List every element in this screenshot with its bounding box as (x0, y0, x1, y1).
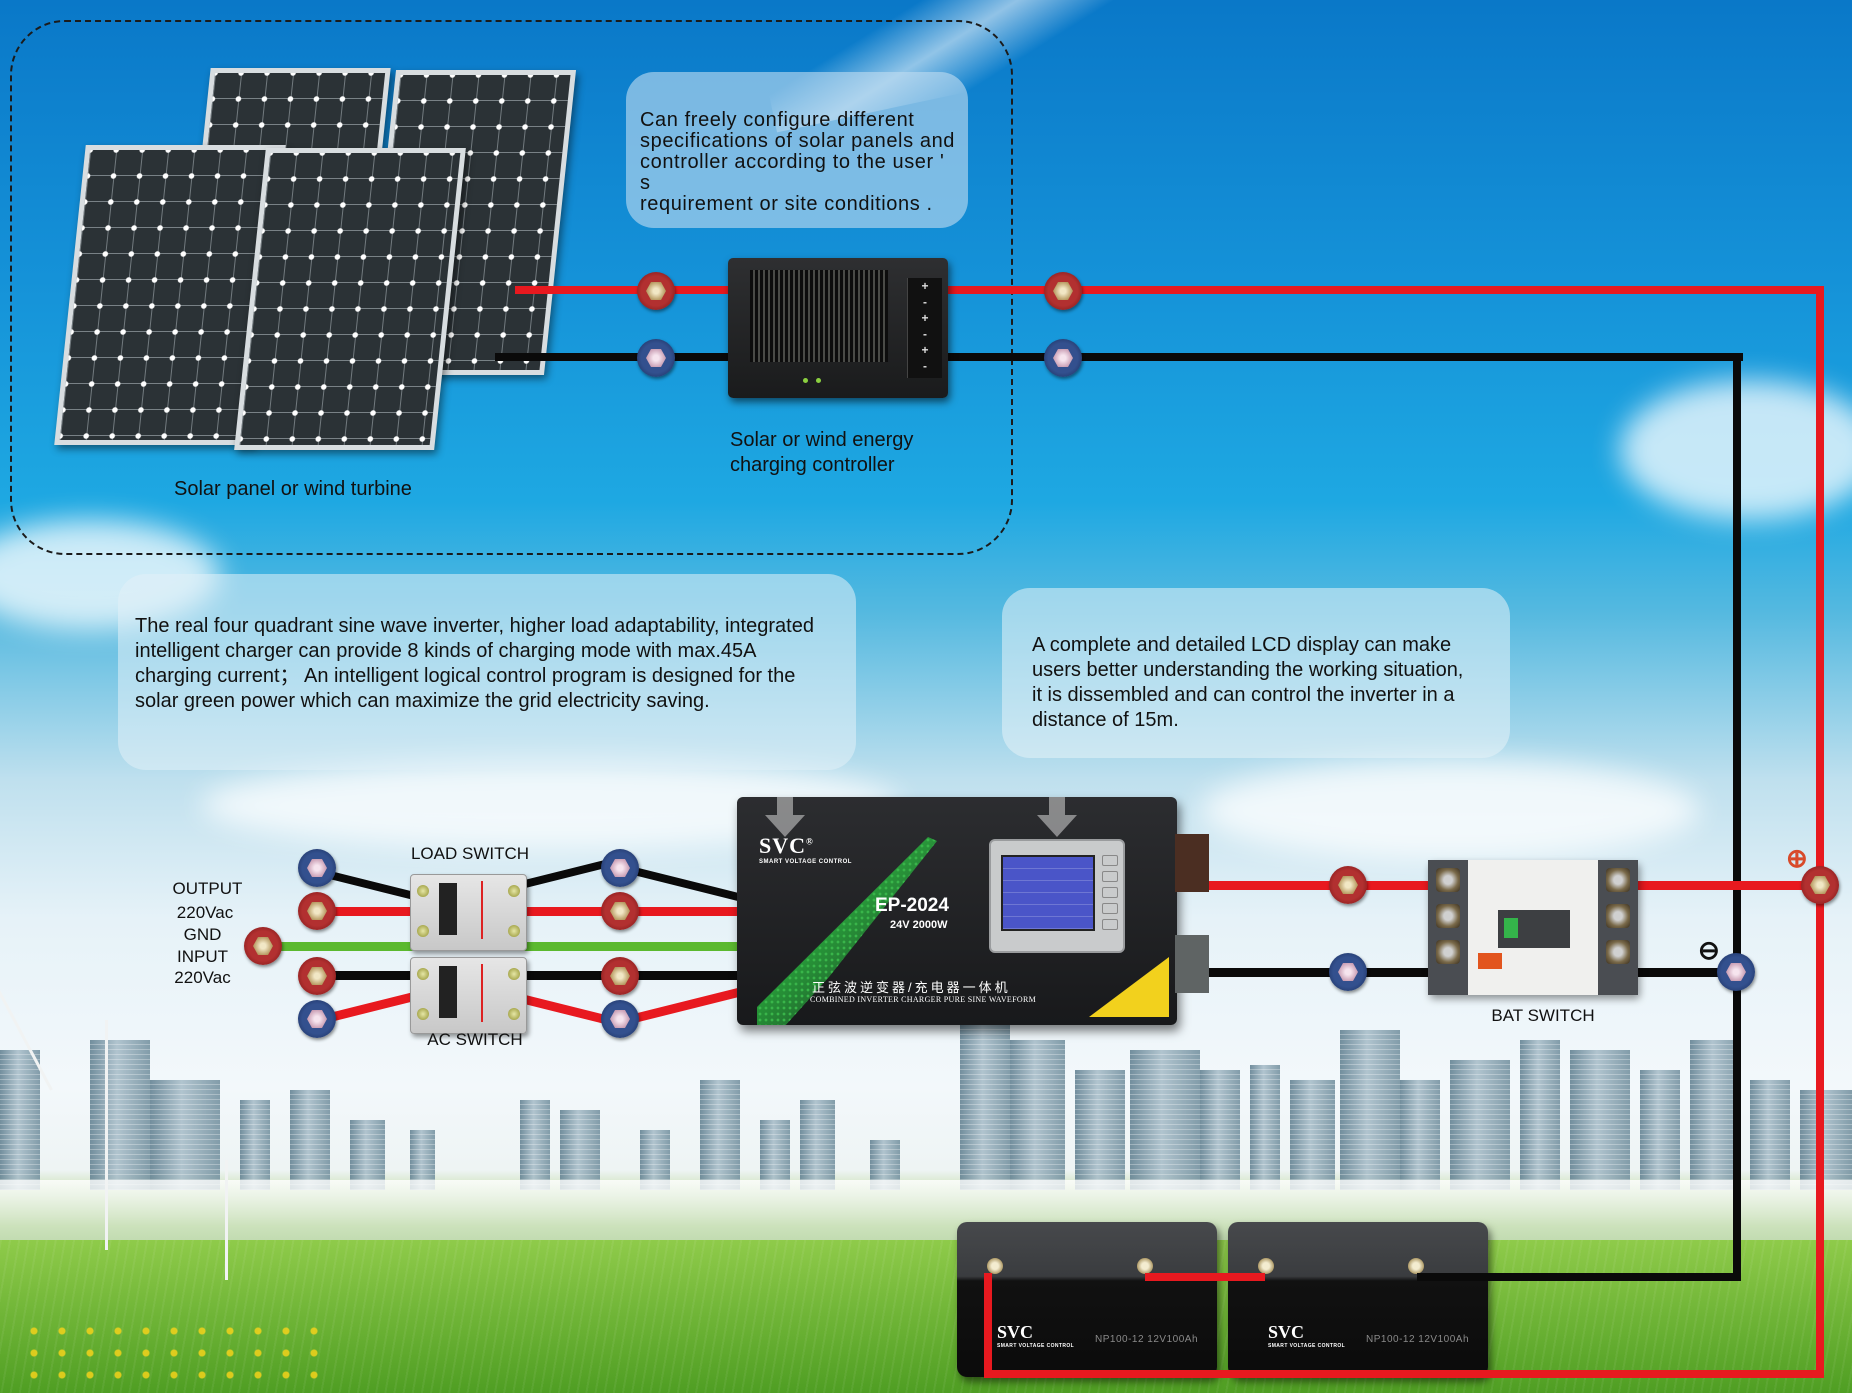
inverter-output-neutral-terminal (601, 849, 639, 887)
lcd-note-line: distance of 15m. (1032, 709, 1179, 731)
inverter-lcd-panel[interactable] (989, 839, 1125, 953)
negative-terminal (1044, 339, 1082, 377)
lcd-note-line: A complete and detailed LCD display can … (1032, 634, 1452, 656)
ground-terminal (244, 927, 282, 965)
controller-vent-grill (750, 270, 888, 362)
positive-terminal (637, 272, 675, 310)
yellow-flowers (20, 1320, 320, 1393)
input-neutral-terminal (298, 957, 336, 995)
inverter-dc-positive-port (1175, 834, 1209, 892)
ac-switch-label: AC SWITCH (427, 1030, 523, 1049)
inverter-note-line: intelligent charger can provide 8 kinds … (135, 640, 757, 662)
inverter-model: EP-2024 (875, 895, 949, 916)
charge-controller: + - + - + - (728, 258, 948, 398)
battery-spec: NP100-12 12V100Ah (1095, 1334, 1199, 1345)
positive-wire-vertical (1816, 286, 1824, 1376)
input-neutral-wire (318, 971, 738, 980)
positive-polarity-icon: ⊕ (1786, 843, 1808, 873)
negative-terminal (1329, 953, 1367, 991)
wind-turbine-tower (105, 1020, 108, 1250)
inverter-note-line: charging current； An intelligent logical… (135, 665, 796, 687)
controller-caption: Solar or wind energy charging controller (730, 429, 914, 476)
configure-note-line: requirement or site conditions . (640, 193, 933, 215)
warning-sticker-icon (1089, 957, 1169, 1017)
solar-panel (234, 148, 466, 450)
inverter-charger-unit: SVC® SMART VOLTAGE CONTROL EP-2024 24V 2… (737, 797, 1177, 1025)
inverter-input-live-terminal (601, 1000, 639, 1038)
inverter-output-live-terminal (601, 892, 639, 930)
battery-negative-lead (1417, 1273, 1741, 1281)
inverter-features-note: The real four quadrant sine wave inverte… (118, 574, 856, 770)
positive-terminal (1329, 866, 1367, 904)
battery-negative-post (1408, 1258, 1424, 1274)
battery-spec: NP100-12 12V100Ah (1366, 1334, 1470, 1345)
negative-terminal (637, 339, 675, 377)
configure-note-line: Can freely configure different (640, 109, 915, 131)
positive-bus-terminal (1801, 866, 1839, 904)
inverter-input-neutral-terminal (601, 957, 639, 995)
input-voltage-label: 220Vac (174, 968, 231, 987)
gnd-label: GND (183, 925, 222, 944)
battery-positive-post (1258, 1258, 1274, 1274)
inverter-spec: 24V 2000W (890, 919, 948, 931)
battery-positive-return (984, 1370, 1824, 1378)
input-label: INPUT (177, 947, 228, 966)
solar-panel-caption: Solar panel or wind turbine (174, 478, 412, 500)
city-skyline (0, 1000, 1852, 1190)
down-arrow-icon (1037, 797, 1077, 837)
lcd-note-line: users better understanding the working s… (1032, 659, 1464, 681)
inverter-brand-logo: SVC® SMART VOLTAGE CONTROL (759, 833, 852, 865)
inverter-english-label: COMBINED INVERTER CHARGER PURE SINE WAVE… (810, 995, 1036, 1004)
inverter-note-line: The real four quadrant sine wave inverte… (135, 615, 814, 637)
bat-switch-handle[interactable] (1498, 910, 1570, 948)
configure-note-line: specifications of solar panels and (640, 130, 956, 152)
load-switch-label: LOAD SWITCH (410, 844, 530, 863)
lcd-note-line: it is dissembled and can control the inv… (1032, 684, 1455, 706)
battery-positive-post (987, 1258, 1003, 1274)
negative-bus-terminal (1717, 953, 1755, 991)
output-neutral-terminal (298, 849, 336, 887)
battery-negative-post (1137, 1258, 1153, 1274)
bat-switch-breaker[interactable] (1428, 860, 1638, 995)
wind-turbine-tower (225, 1160, 228, 1280)
output-voltage-label: 220Vac (176, 903, 234, 922)
input-live-terminal (298, 1000, 336, 1038)
negative-wire-solar (495, 353, 1743, 361)
controller-status-leds (803, 370, 829, 388)
lcd-display-note: A complete and detailed LCD display can … (1002, 588, 1510, 758)
bat-switch-label: BAT SWITCH (1491, 1006, 1595, 1025)
battery-series-link (1145, 1273, 1265, 1281)
inverter-chinese-label: 正弦波逆变器/充电器一体机 (812, 980, 1011, 995)
negative-wire-vertical (1733, 353, 1741, 1278)
load-neutral-wire (629, 866, 740, 901)
output-live-terminal (298, 892, 336, 930)
battery-positive-lead (984, 1273, 992, 1376)
controller-terminal-block: + - + - + - (907, 278, 942, 378)
ac-switch-breaker[interactable] (410, 957, 527, 1034)
configure-note-line: controller according to the user ' s (640, 151, 945, 194)
load-live-wire (318, 907, 738, 916)
inverter-dc-negative-port (1175, 935, 1209, 993)
cloud (1200, 760, 1700, 860)
water-reflection (0, 1180, 1852, 1250)
positive-terminal (1044, 272, 1082, 310)
load-switch-breaker[interactable] (410, 874, 527, 951)
output-label: OUTPUT (172, 879, 243, 898)
positive-wire-solar (515, 286, 1820, 294)
negative-polarity-icon: ⊖ (1698, 935, 1720, 965)
lcd-buttons[interactable] (1102, 855, 1118, 935)
lcd-screen (1001, 855, 1095, 931)
down-arrow-icon (765, 797, 805, 837)
inverter-note-line: solar green power which can maximize the… (135, 690, 710, 712)
configure-note: Can freely configure different specifica… (626, 72, 968, 228)
